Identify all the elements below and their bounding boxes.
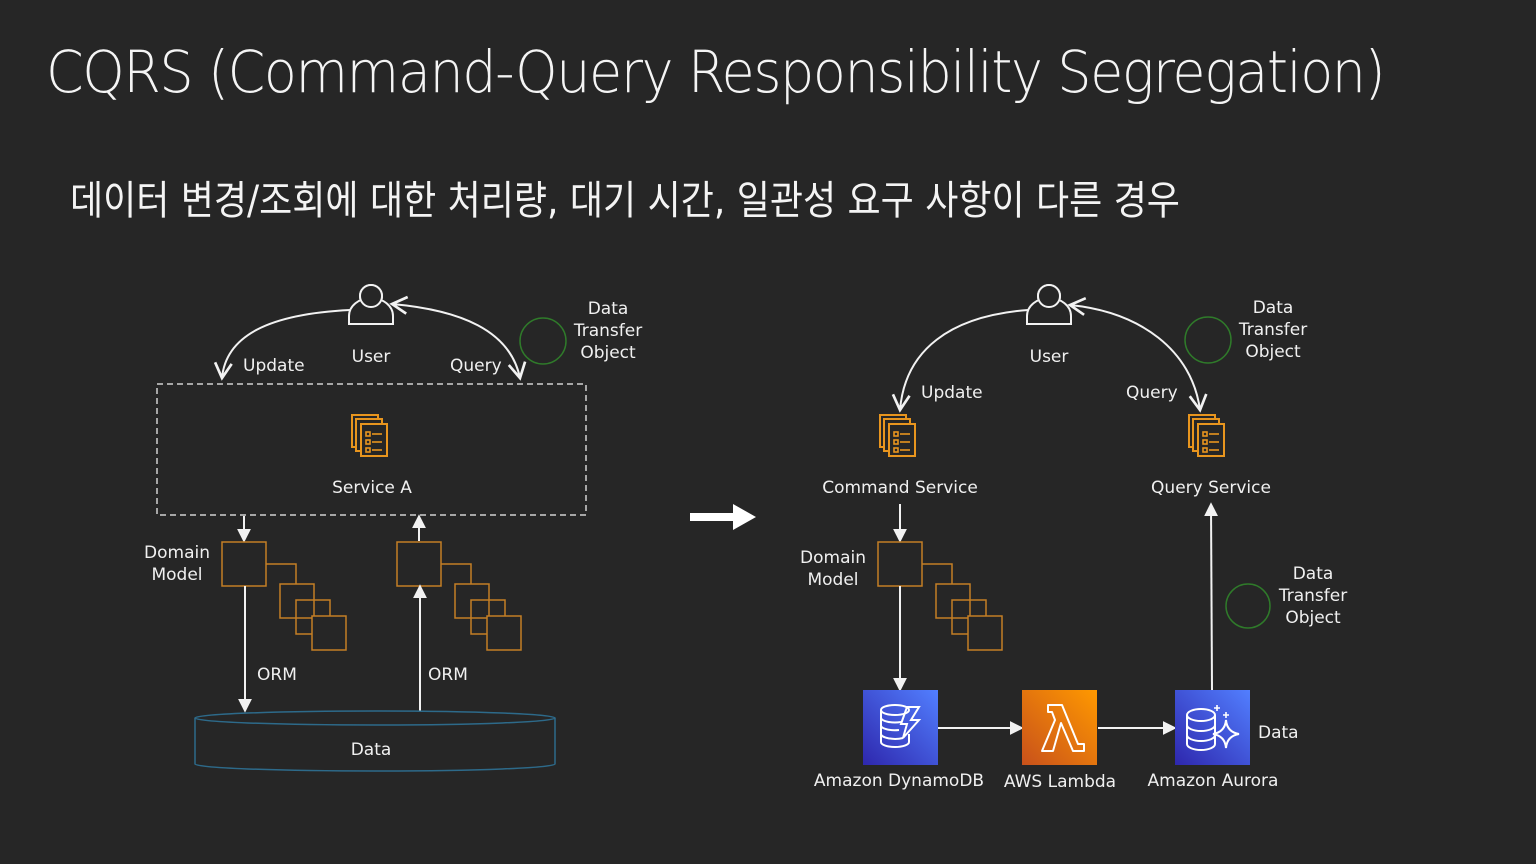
right-domain-label-1: Domain bbox=[800, 548, 866, 568]
left-dto-label-3: Object bbox=[580, 343, 636, 363]
transition-arrow bbox=[690, 504, 756, 530]
dto-circle bbox=[519, 317, 567, 365]
right-diagram bbox=[877, 284, 1271, 735]
right-dto-top-label-2: Transfer bbox=[1238, 320, 1308, 340]
service-icon bbox=[351, 414, 388, 457]
service-a-label: Service A bbox=[332, 478, 412, 498]
left-dto-label-1: Data bbox=[587, 299, 629, 319]
right-dto-top-label-1: Data bbox=[1252, 298, 1294, 318]
right-dto-side-label-2: Transfer bbox=[1278, 586, 1348, 606]
user-icon-right bbox=[1026, 284, 1072, 325]
dynamodb-label: Amazon DynamoDB bbox=[813, 771, 985, 791]
dto-circle-side bbox=[1225, 583, 1271, 629]
right-dto-side-label-3: Object bbox=[1285, 608, 1341, 628]
query-service-label: Query Service bbox=[1151, 478, 1271, 498]
left-update-label: Update bbox=[243, 356, 305, 376]
dto-circle-top bbox=[1184, 316, 1232, 364]
orm-read-label: ORM bbox=[428, 665, 468, 685]
lambda-icon bbox=[1022, 690, 1097, 765]
left-user-label: User bbox=[351, 347, 391, 367]
aurora-data-label: Data bbox=[1258, 723, 1299, 743]
service-a-boundary bbox=[156, 383, 587, 516]
slide-title: CQRS (Command-Query Responsibility Segre… bbox=[46, 38, 1386, 106]
dynamodb-icon bbox=[863, 690, 938, 765]
update-arrow-right bbox=[891, 309, 1029, 413]
command-service-label: Command Service bbox=[822, 478, 978, 498]
left-query-label: Query bbox=[450, 356, 502, 376]
query-arrow-right bbox=[1067, 296, 1208, 413]
update-arrow bbox=[213, 309, 351, 381]
domain-model-write bbox=[221, 541, 347, 651]
left-dto-label-2: Transfer bbox=[573, 321, 643, 341]
aurora-icon bbox=[1175, 690, 1250, 765]
right-update-label: Update bbox=[921, 383, 983, 403]
aurora-to-query-arrow bbox=[1204, 502, 1219, 691]
orm-write-label: ORM bbox=[257, 665, 297, 685]
lambda-label: AWS Lambda bbox=[1003, 772, 1117, 792]
user-icon bbox=[348, 284, 394, 325]
left-diagram bbox=[156, 284, 587, 772]
left-domain-label-1: Domain bbox=[144, 543, 210, 563]
command-service-icon bbox=[879, 414, 916, 457]
domain-model-command bbox=[877, 541, 1003, 651]
left-domain-label-2: Model bbox=[151, 565, 203, 585]
slide-subtitle: 데이터 변경/조회에 대한 처리량, 대기 시간, 일관성 요구 사항이 다른 … bbox=[70, 178, 1180, 224]
domain-model-read bbox=[396, 541, 522, 651]
data-store-label: Data bbox=[350, 740, 392, 760]
query-service-icon bbox=[1188, 414, 1225, 457]
right-query-label: Query bbox=[1126, 383, 1178, 403]
right-dto-top-label-3: Object bbox=[1245, 342, 1301, 362]
query-arrow bbox=[389, 295, 527, 381]
right-domain-label-2: Model bbox=[807, 570, 859, 590]
aurora-label: Amazon Aurora bbox=[1147, 771, 1279, 791]
data-store bbox=[194, 710, 556, 772]
right-dto-side-label-1: Data bbox=[1292, 564, 1334, 584]
right-user-label: User bbox=[1029, 347, 1069, 367]
